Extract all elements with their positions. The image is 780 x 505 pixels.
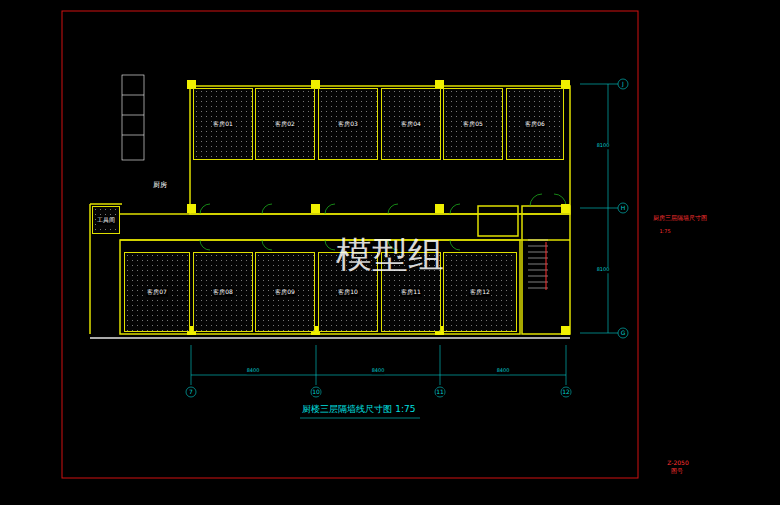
room-name: 客房10 [337, 288, 359, 297]
room-box: 客房03 [318, 88, 378, 160]
room-name: 客房03 [337, 120, 359, 129]
room-box: 工具间 [92, 206, 120, 234]
sheet-number: Z-2050 [667, 460, 688, 467]
axis-number: J [622, 81, 624, 88]
axis-number: H [621, 205, 626, 212]
room-box: 客房07 [124, 252, 190, 332]
drawing-title: 厨楼三层隔墙线尺寸图 1:75 [302, 405, 415, 415]
room-name: 客房09 [274, 288, 296, 297]
dimension: 8100 [597, 267, 610, 273]
dimension: 8100 [597, 143, 610, 149]
room-box: 客房09 [255, 252, 315, 332]
room-name: 客房04 [400, 120, 422, 129]
dimension: 8400 [372, 368, 385, 374]
room-box: 客房08 [193, 252, 253, 332]
room-label: 厨房 [153, 182, 167, 190]
axis-number: 12 [562, 389, 570, 396]
room-name: 客房02 [274, 120, 296, 129]
axis-number: G [621, 330, 626, 337]
room-box: 客房05 [443, 88, 503, 160]
dimension: 8400 [497, 368, 510, 374]
room-name: 客房01 [212, 120, 234, 129]
room-name: 客房06 [524, 120, 546, 129]
note-text: 1:75 [659, 229, 670, 235]
axis-number: 10 [312, 389, 320, 396]
note-text: 厨房三层隔墙尺寸图 [653, 215, 707, 222]
axis-number: 11 [436, 389, 444, 396]
room-box: 客房01 [193, 88, 253, 160]
room-box: 客房12 [443, 252, 517, 332]
room-box: 客房02 [255, 88, 315, 160]
room-name: 客房05 [462, 120, 484, 129]
room-box: 客房04 [381, 88, 441, 160]
room-name: 客房11 [400, 288, 422, 297]
watermark: 模型组 [336, 235, 444, 275]
room-name: 工具间 [96, 216, 116, 225]
dimension: 8400 [247, 368, 260, 374]
sheet-label: 图号 [671, 468, 683, 475]
room-box: 客房06 [506, 88, 564, 160]
room-name: 客房07 [146, 288, 168, 297]
axis-number: 7 [189, 389, 193, 396]
room-name: 客房12 [469, 288, 491, 297]
room-name: 客房08 [212, 288, 234, 297]
